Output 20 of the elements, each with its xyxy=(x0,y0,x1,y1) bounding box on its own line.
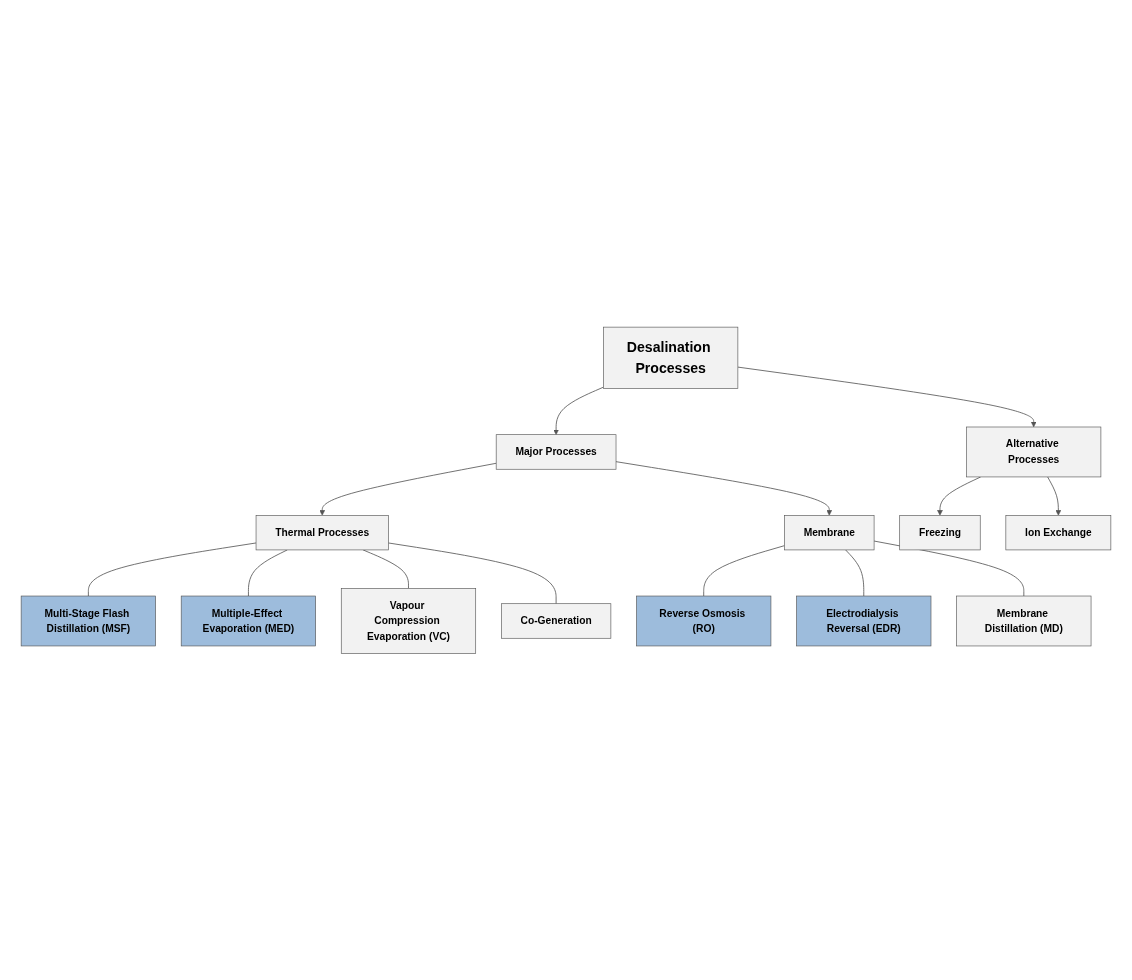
connector xyxy=(248,549,288,597)
node-box: Alternative Processes xyxy=(966,426,1102,477)
connector xyxy=(703,544,785,597)
node-box: Multiple-Effect Evaporation (MED) xyxy=(180,595,316,646)
node-box: Co-Generation xyxy=(501,603,612,639)
node-box: Major Processes xyxy=(495,433,617,470)
node-box: Multi-Stage Flash Distillation (MSF) xyxy=(20,595,156,646)
connector xyxy=(388,542,557,604)
connector xyxy=(362,549,409,589)
node-box: Reverse Osmosis (RO) xyxy=(636,595,772,646)
node-box: Membrane Distillation (MD) xyxy=(956,595,1092,646)
connector xyxy=(87,542,257,597)
node-box: Membrane xyxy=(784,514,875,550)
node-box: Desalination Processes xyxy=(603,326,739,389)
node-box: Vapour Compression Evaporation (VC) xyxy=(340,587,477,654)
connector xyxy=(845,549,865,597)
node-box: Freezing xyxy=(899,514,981,550)
node-box: Electrodialysis Reversal (EDR) xyxy=(796,595,932,646)
node-box: Ion Exchange xyxy=(1005,514,1112,550)
node-box: Thermal Processes xyxy=(255,514,389,550)
